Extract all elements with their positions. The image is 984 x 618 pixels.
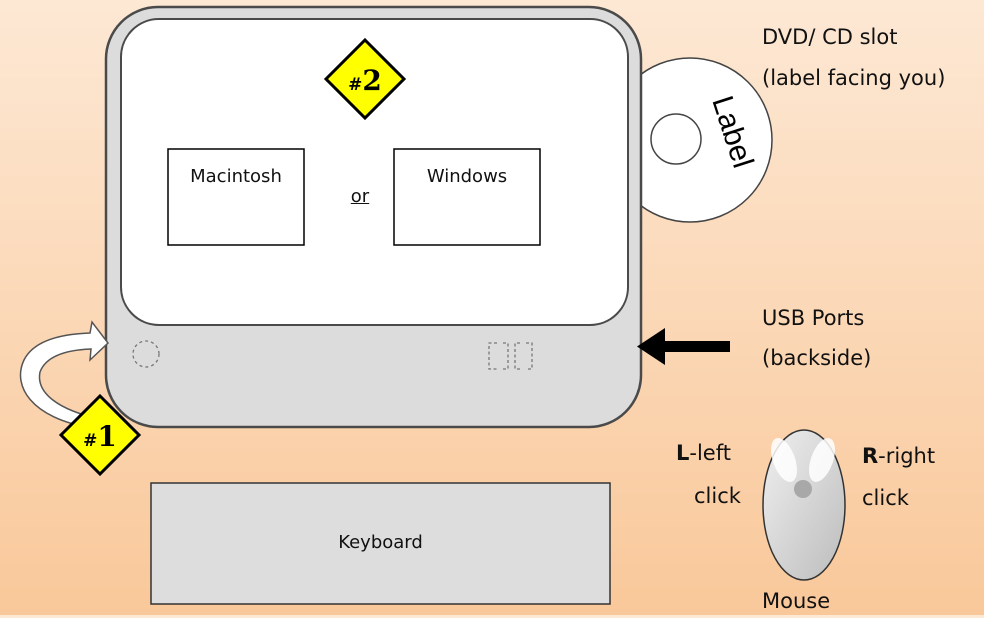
macintosh-label: Macintosh [190, 166, 282, 187]
mouse [762, 429, 846, 581]
or-label: or [350, 186, 370, 207]
power-arrow-icon [19, 320, 110, 429]
usb-ports-title: USB Ports [762, 306, 865, 330]
mouse-scroll-wheel [794, 480, 812, 498]
keyboard [150, 482, 611, 605]
disc-hole [650, 113, 702, 165]
step-1-badge: #1 [58, 393, 142, 477]
mouse-left-highlight [771, 438, 797, 482]
right-click-text: -right [878, 444, 936, 468]
dvd-disc [607, 57, 773, 223]
usb-arrow-icon [637, 328, 730, 365]
svg-text:#2: #2 [348, 64, 382, 97]
left-click-text: -left [689, 441, 731, 465]
windows-box [393, 148, 541, 246]
step-2-badge: #2 [323, 37, 407, 121]
right-key-letter: R [862, 444, 879, 468]
power-button-icon [132, 340, 160, 368]
macintosh-box [167, 148, 305, 246]
dvd-slot-title: DVD/ CD slot [762, 25, 898, 49]
mouse-right-highlight [809, 438, 835, 482]
mouse-right-click-label: R-right [862, 439, 935, 473]
left-key-letter: L [676, 441, 690, 465]
mouse-left-click-label: L-left [676, 436, 731, 470]
svg-text:#1: #1 [83, 420, 117, 453]
usb-ports-subtitle: (backside) [762, 346, 872, 370]
usb-ports-icon [488, 342, 533, 370]
dvd-slot-subtitle: (label facing you) [762, 66, 946, 90]
monitor-screen [120, 18, 629, 326]
mouse-right-click-line2: click [862, 486, 909, 510]
windows-label: Windows [426, 166, 508, 187]
mouse-left-click-line2: click [694, 484, 741, 508]
keyboard-label: Keyboard [338, 532, 423, 553]
mouse-label: Mouse [762, 589, 831, 613]
